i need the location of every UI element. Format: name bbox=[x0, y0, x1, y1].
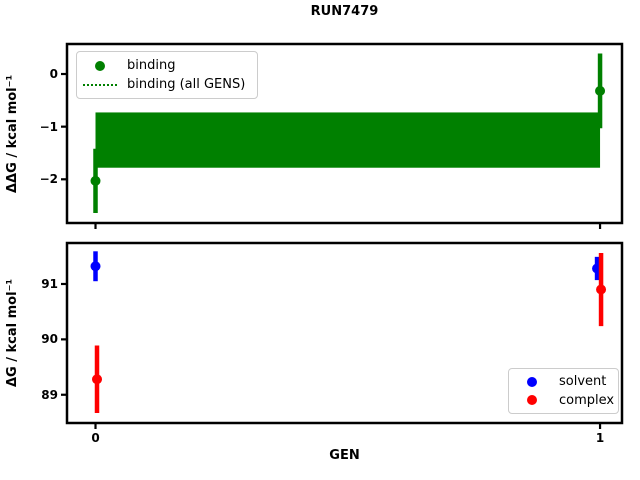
legend-label-solvent: solvent bbox=[559, 374, 607, 390]
complex-data-point bbox=[92, 374, 103, 385]
top-axes-frame bbox=[65, 42, 624, 225]
bottom-axes-frame bbox=[65, 241, 624, 425]
bottom-legend: solvent complex bbox=[508, 368, 619, 414]
top-legend: binding binding (all GENS) bbox=[76, 51, 258, 99]
uncertainty-band bbox=[95, 112, 601, 168]
y-tick-label: 91 bbox=[41, 276, 58, 291]
top-y-axis-label-units: / kcal mol⁻¹ bbox=[5, 74, 20, 163]
bottom-y-axis-label-math: ΔG bbox=[5, 366, 20, 388]
legend-label-complex: complex bbox=[559, 392, 615, 408]
legend-item-binding-all-gens: binding (all GENS) bbox=[83, 77, 251, 92]
y-tick-label: −2 bbox=[39, 172, 58, 187]
top-y-axis-label: ΔΔG / kcal mol⁻¹ bbox=[5, 44, 23, 224]
y-tick-label: 90 bbox=[41, 332, 58, 347]
legend-label-binding-all-gens: binding (all GENS) bbox=[127, 77, 246, 92]
bottom-y-axis-label: ΔG / kcal mol⁻¹ bbox=[5, 243, 23, 423]
solvent-data-point bbox=[90, 261, 101, 272]
legend-item-binding: binding bbox=[83, 58, 251, 73]
y-tick-label: 0 bbox=[49, 67, 58, 81]
legend-item-solvent: solvent bbox=[515, 374, 612, 389]
binding-marker-icon bbox=[95, 60, 105, 71]
dotted-line-icon bbox=[83, 83, 117, 86]
binding-data-point bbox=[90, 175, 101, 186]
x-tick-label: 0 bbox=[91, 431, 100, 445]
complex-marker-icon bbox=[527, 395, 537, 406]
bottom-y-axis-label-units: / kcal mol⁻¹ bbox=[5, 278, 20, 367]
legend-label-binding: binding bbox=[127, 58, 176, 73]
complex-data-point bbox=[596, 284, 607, 295]
solvent-marker-icon bbox=[527, 376, 537, 387]
top-y-axis-label-math: ΔΔG bbox=[5, 162, 20, 194]
chart-title: RUN7479 bbox=[310, 4, 379, 19]
binding-data-point bbox=[595, 85, 606, 96]
x-tick-label: 1 bbox=[595, 431, 605, 445]
y-tick-label: −1 bbox=[39, 119, 58, 134]
x-axis-label: GEN bbox=[329, 448, 360, 463]
y-tick-label: 89 bbox=[41, 387, 58, 402]
legend-item-complex: complex bbox=[515, 392, 615, 408]
